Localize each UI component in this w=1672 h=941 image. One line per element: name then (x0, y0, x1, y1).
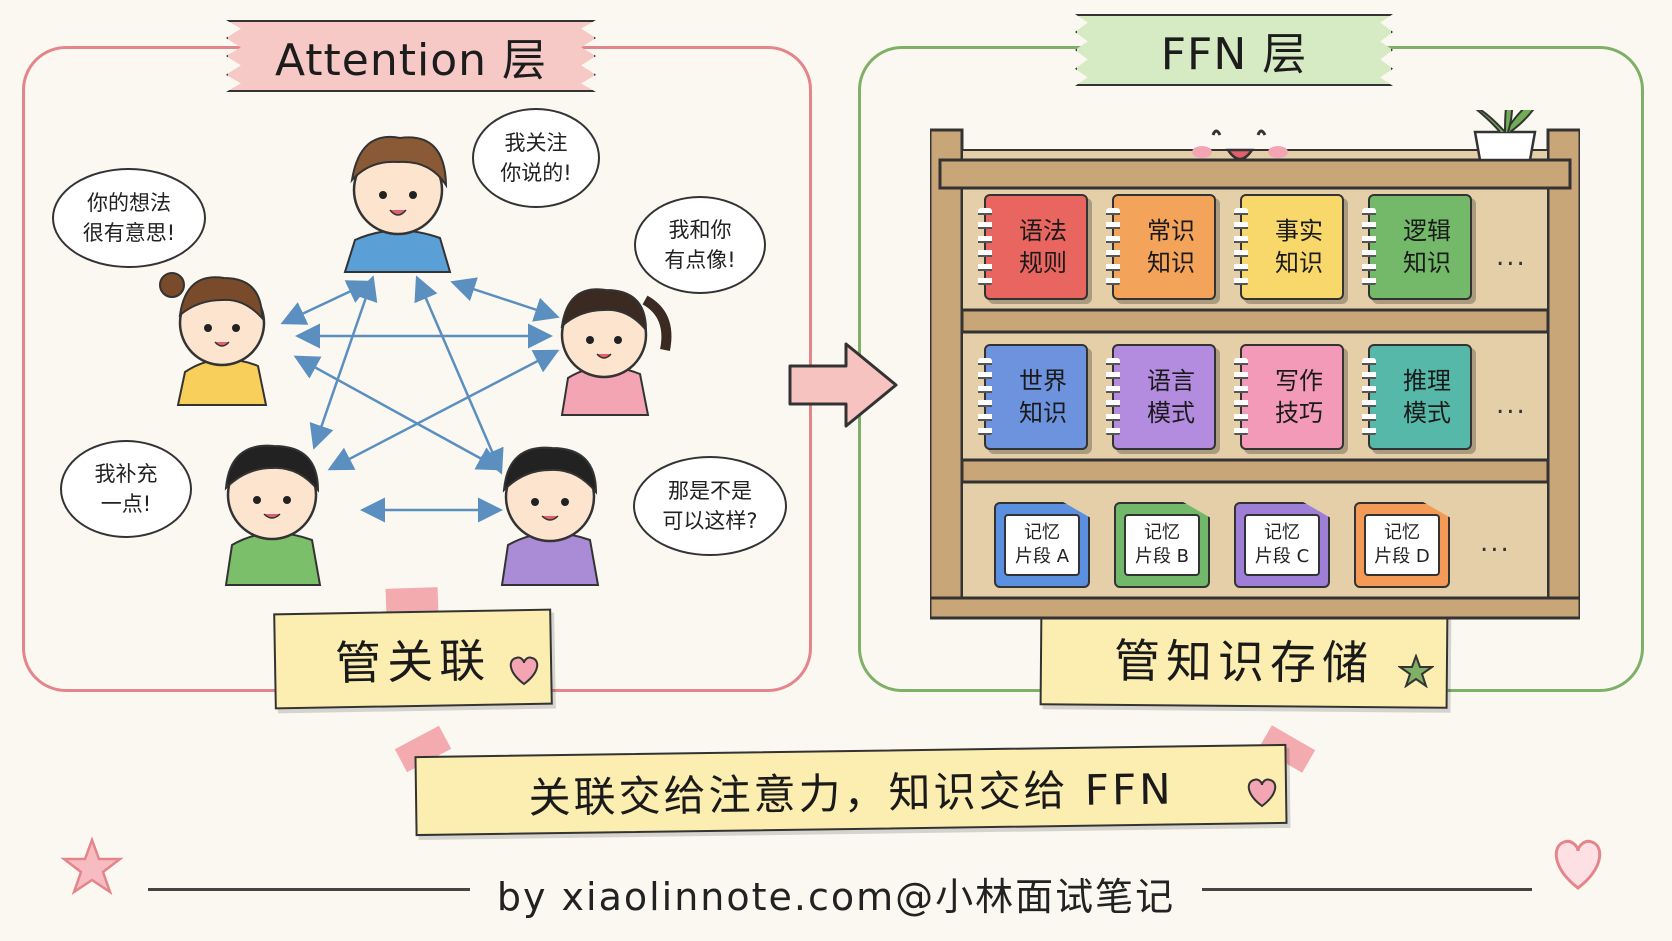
ffn-role-label: 管知识存储 (1039, 609, 1449, 709)
link-top-left (280, 280, 373, 325)
heart-icon-summary (1247, 778, 1277, 808)
credit-text: by xiaolinnote.com@小林面试笔记 (496, 875, 1176, 919)
star-icon (1398, 654, 1434, 688)
book-logic-knowledge: 逻辑 知识 (1362, 194, 1472, 300)
memory-card-a: 记忆 片段 A (994, 502, 1090, 588)
person-right-icon (560, 288, 672, 416)
attention-title: Attention 层 (226, 20, 596, 92)
book-reasoning-patterns: 推理 模式 (1362, 344, 1472, 450)
bubble-top: 我关注 你说的! (472, 108, 600, 208)
memory-card-c: 记忆 片段 C (1234, 502, 1330, 588)
book-world-knowledge: 世界 知识 (978, 344, 1088, 450)
book-writing-skills: 写作 技巧 (1234, 344, 1344, 450)
bubble-right: 我和你 有点像! (634, 196, 766, 294)
person-bottom-left-icon (224, 444, 322, 586)
person-top-icon (343, 135, 452, 273)
memory-card-d: 记忆 片段 D (1354, 502, 1450, 588)
person-bottom-right-icon (500, 446, 600, 586)
pink-heart-icon (1554, 839, 1602, 890)
right-arrow-icon (788, 342, 898, 428)
pink-star-icon (60, 836, 124, 896)
link-left-bottomright (293, 355, 503, 471)
credit-rule-right (1202, 888, 1532, 891)
bubble-bottom-right: 那是不是 可以这样? (633, 456, 787, 556)
attention-network (159, 135, 672, 586)
smiley-face-icon (1192, 129, 1288, 161)
book-common-knowledge: 常识 知识 (1106, 194, 1216, 300)
memory-card-b: 记忆 片段 B (1114, 502, 1210, 588)
ffn-title: FFN 层 (1075, 14, 1393, 86)
summary-banner: 关联交给注意力，知识交给 FFN (414, 743, 1288, 837)
row1-ellipsis: ... (1496, 242, 1527, 272)
person-left-icon (159, 272, 268, 406)
book-language-patterns: 语言 模式 (1106, 344, 1216, 450)
link-top-right (450, 277, 560, 322)
plant-icon (1473, 110, 1537, 162)
row2-ellipsis: ... (1496, 390, 1527, 420)
link-top-bottomright (414, 275, 504, 475)
book-grammar-rules: 语法 规则 (978, 194, 1088, 300)
book-fact-knowledge: 事实 知识 (1234, 194, 1344, 300)
bubble-left: 你的想法 很有意思! (52, 168, 206, 268)
row3-ellipsis: ... (1480, 528, 1511, 558)
link-right-bottomleft (327, 349, 560, 471)
bubble-bottom-left: 我补充 一点! (60, 440, 192, 538)
heart-icon (509, 656, 539, 686)
credit-rule-left (148, 888, 470, 891)
